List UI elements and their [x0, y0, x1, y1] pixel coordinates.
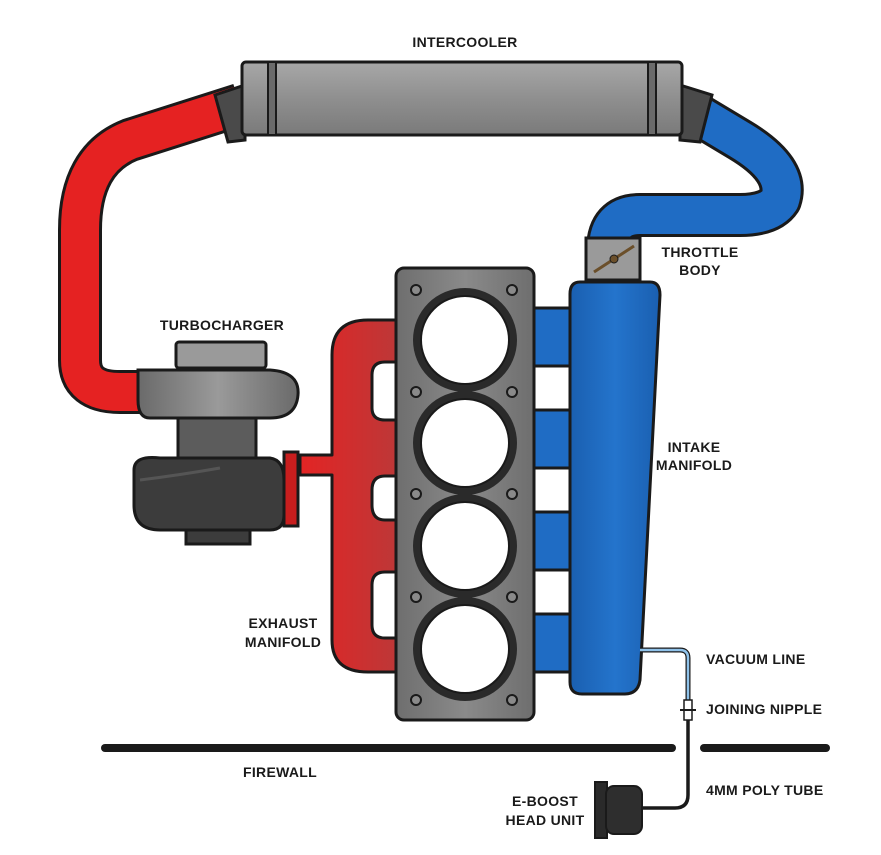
intake-manifold-label-1: INTAKE	[668, 439, 721, 455]
hot-charge-pipe	[58, 84, 247, 414]
poly-tube-label: 4MM POLY TUBE	[706, 782, 823, 798]
joining-nipple	[680, 699, 696, 721]
throttle-body-label-1: THROTTLE	[661, 244, 738, 260]
intercooler-inlet-coupler	[213, 82, 247, 144]
turbocharger	[132, 340, 300, 546]
throttle-body	[584, 236, 642, 282]
firewall-label: FIREWALL	[243, 764, 317, 780]
joining-nipple-label: JOINING NIPPLE	[706, 701, 822, 717]
intake-manifold-label-2: MANIFOLD	[656, 457, 732, 473]
intercooler-core	[240, 60, 684, 137]
intercooler	[213, 60, 714, 144]
cylinder-1	[420, 295, 510, 385]
turbine-outlet	[184, 528, 252, 546]
cylinder-2	[420, 398, 510, 488]
exhaust-manifold-label-1: EXHAUST	[249, 615, 318, 631]
turbo-center-section	[176, 416, 258, 460]
turbo-exhaust-flange	[282, 450, 300, 528]
exhaust-manifold	[298, 318, 412, 674]
poly-tube	[640, 720, 690, 810]
eboost-label-1: E-BOOST	[512, 793, 578, 809]
cylinder-3	[420, 501, 510, 591]
turbocharger-label: TURBOCHARGER	[160, 317, 284, 333]
engine-head	[394, 266, 536, 722]
head-bolts	[410, 284, 518, 706]
compressor-housing	[136, 368, 300, 420]
eboost-label-2: HEAD UNIT	[506, 812, 585, 828]
compressor-inlet	[174, 340, 268, 370]
vacuum-line-label: VACUUM LINE	[706, 651, 805, 667]
intake-manifold	[568, 280, 662, 696]
eboost-head-unit	[594, 781, 643, 839]
cylinder-4	[420, 604, 510, 694]
intercooler-label: INTERCOOLER	[412, 34, 517, 50]
cold-charge-pipe	[586, 91, 804, 252]
exhaust-manifold-label-2: MANIFOLD	[245, 634, 321, 650]
vacuum-line	[640, 647, 691, 700]
throttle-body-label-2: BODY	[679, 262, 721, 278]
